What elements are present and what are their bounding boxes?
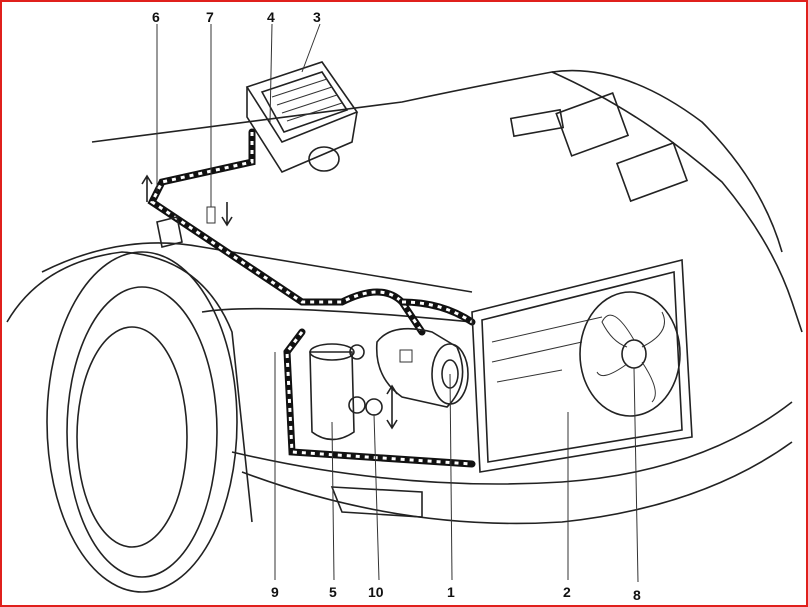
callout-6: 6 [152, 9, 160, 25]
leader-lines [156, 23, 639, 583]
condenser [471, 258, 693, 473]
callout-10: 10 [368, 584, 384, 600]
cooling-fan [579, 291, 681, 417]
compressor [375, 327, 469, 408]
car-body-outline [6, 69, 803, 525]
callout-7: 7 [206, 9, 214, 25]
callout-3: 3 [313, 9, 321, 25]
flow-arrows [141, 174, 398, 430]
refrigerant-hoses [147, 128, 476, 468]
callout-8: 8 [633, 587, 641, 603]
receiver-drier [309, 343, 383, 441]
relay-boxes [509, 92, 689, 203]
callout-4: 4 [267, 9, 275, 25]
callout-5: 5 [329, 584, 337, 600]
front-wheel [46, 251, 238, 593]
evaporator-unit [245, 61, 359, 174]
callout-9: 9 [271, 584, 279, 600]
callout-2: 2 [563, 584, 571, 600]
callout-1: 1 [447, 584, 455, 600]
